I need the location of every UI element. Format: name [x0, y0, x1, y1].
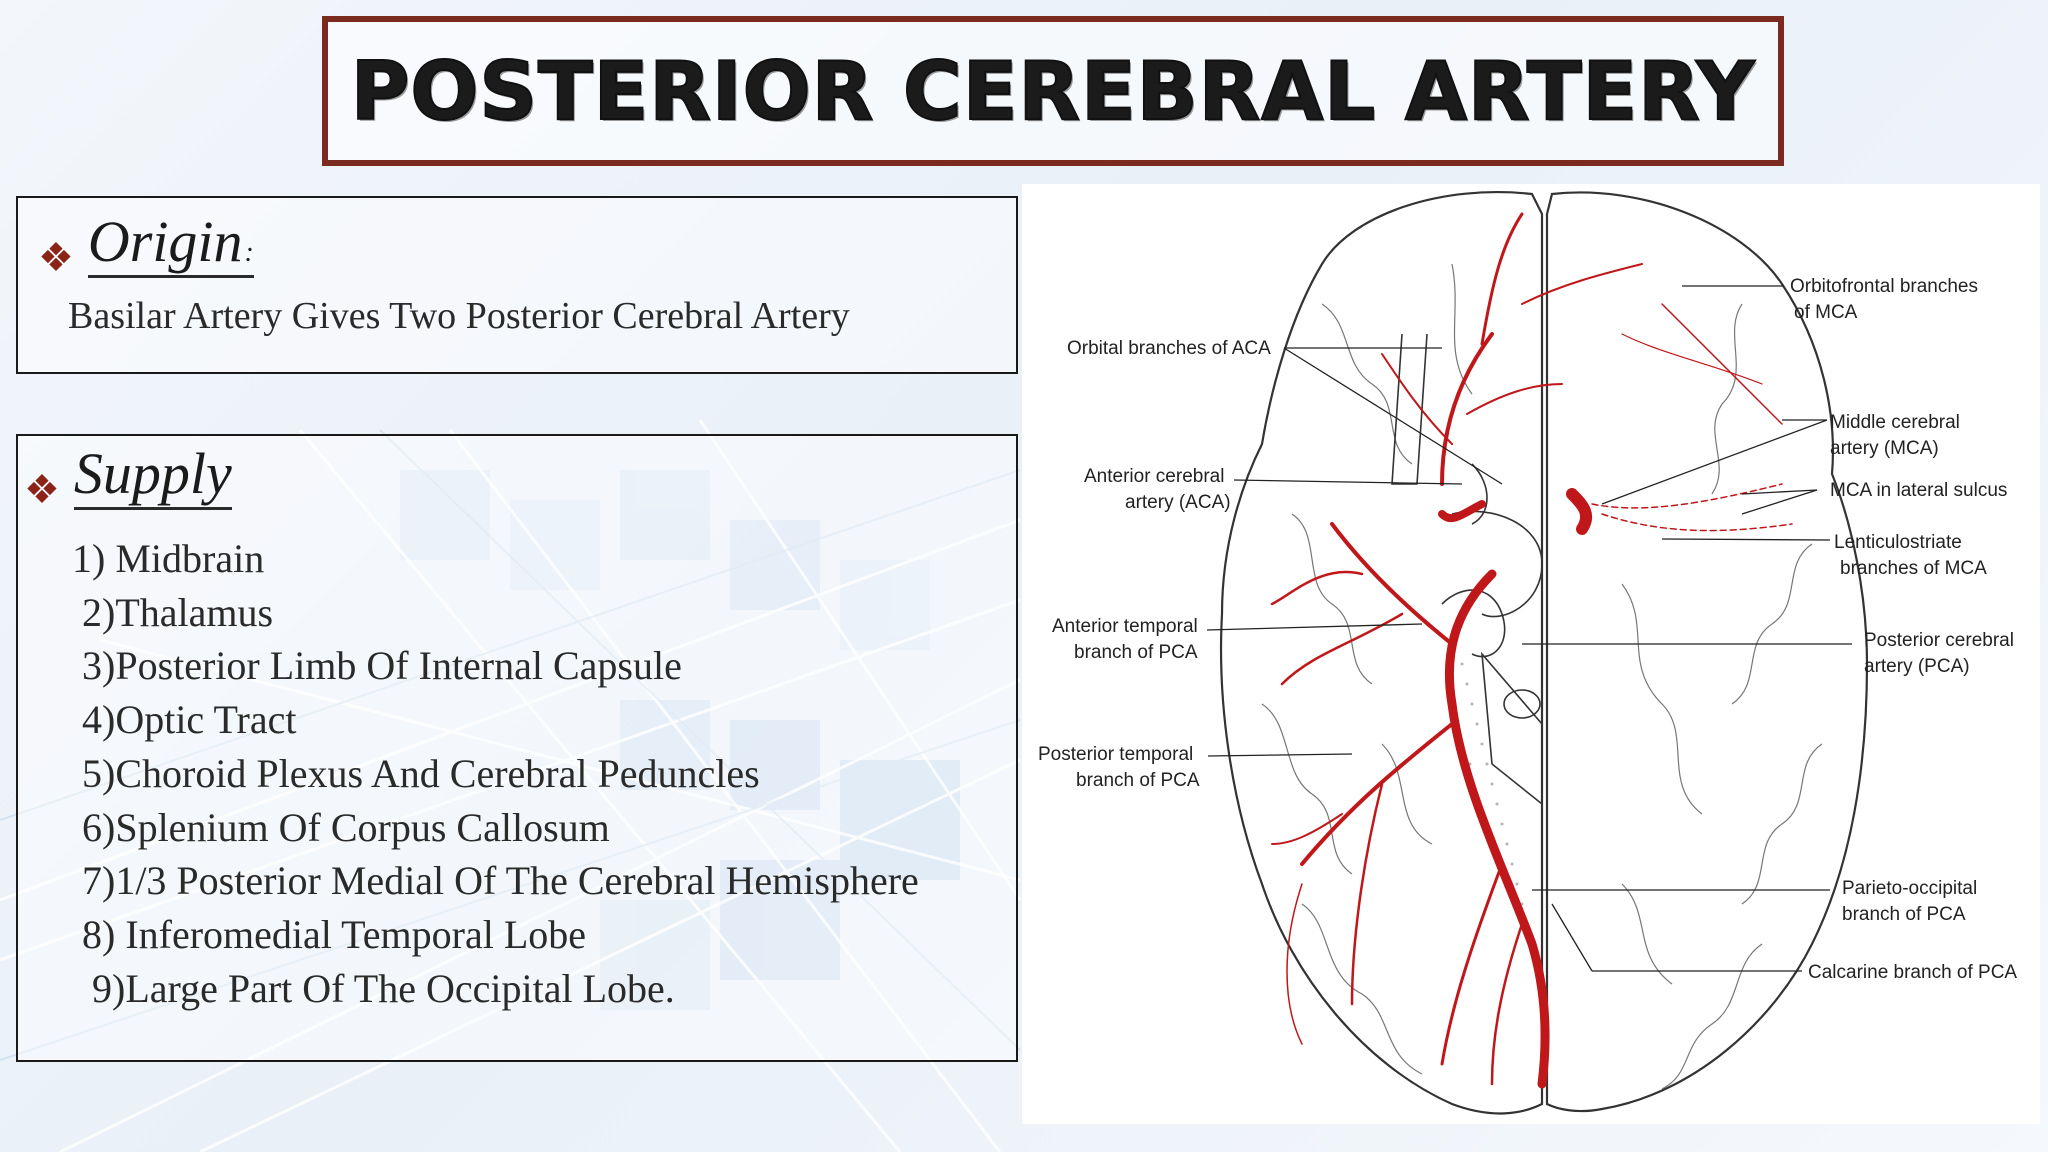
label-pca-2: artery (PCA) [1864, 656, 1970, 677]
label-aca: Anterior cerebral [1084, 466, 1224, 487]
brain-diagram-svg: Orbitofrontal branches of MCA Orbital br… [1038, 190, 2017, 1115]
origin-panel: ❖ Origin: Basilar Artery Gives Two Poste… [16, 196, 1018, 374]
list-item: 5)Choroid Plexus And Cerebral Peduncles [72, 750, 760, 796]
list-item: 7)1/3 Posterior Medial Of The Cerebral H… [72, 858, 919, 904]
label-posterior-temporal-2: branch of PCA [1076, 770, 1200, 791]
origin-heading: ❖ Origin: [38, 211, 254, 280]
list-item: 9)Large Part Of The Occipital Lobe. [72, 965, 675, 1011]
origin-heading-text: Origin: [87, 211, 254, 278]
label-mca: Middle cerebral [1830, 412, 1960, 433]
stippled-region [1450, 662, 1534, 946]
label-anterior-temporal: Anterior temporal [1052, 616, 1198, 637]
label-anterior-temporal-2: branch of PCA [1074, 642, 1198, 663]
brain-diagram: Orbitofrontal branches of MCA Orbital br… [1022, 184, 2040, 1124]
label-lenticulostriate-2: branches of MCA [1840, 558, 1987, 579]
diamond-bullet-icon: ❖ [24, 466, 60, 512]
slide-title: POSTERIOR CEREBRAL ARTERY [350, 44, 1756, 139]
origin-description: Basilar Artery Gives Two Posterior Cereb… [68, 295, 850, 337]
pointer-lines [1206, 285, 1852, 972]
label-lenticulostriate: Lenticulostriate [1834, 532, 1962, 553]
brain-gyri [1261, 263, 1823, 1090]
list-item: 2)Thalamus [72, 589, 274, 635]
supply-list: 1) Midbrain 2)Thalamus 3)Posterior Limb … [72, 532, 919, 1015]
list-item: 8) Inferomedial Temporal Lobe [72, 911, 587, 957]
supply-heading: ❖ Supply [24, 443, 232, 512]
arteries [1270, 212, 1793, 1089]
supply-heading-text: Supply [73, 443, 232, 510]
supply-panel: ❖ Supply 1) Midbrain 2)Thalamus 3)Poster… [16, 434, 1018, 1062]
brain-outline [1219, 190, 1869, 1115]
diamond-bullet-icon: ❖ [38, 234, 74, 280]
title-box: POSTERIOR CEREBRAL ARTERY [322, 16, 1784, 166]
list-item: 6)Splenium Of Corpus Callosum [72, 804, 610, 850]
label-mca-2: artery (MCA) [1830, 438, 1939, 459]
label-parieto-occipital-2: branch of PCA [1842, 904, 1966, 925]
label-pca: Posterior cerebral [1864, 630, 2014, 651]
label-parieto-occipital: Parieto-occipital [1842, 878, 1977, 899]
brainstem-structures [1391, 333, 1543, 806]
list-item: 1) Midbrain [72, 536, 265, 581]
label-orbitofrontal: Orbitofrontal branches [1790, 276, 1978, 297]
label-aca-2: artery (ACA) [1125, 492, 1231, 513]
label-posterior-temporal: Posterior temporal [1038, 744, 1193, 765]
label-orbitofrontal-2: of MCA [1794, 302, 1858, 323]
label-orbital-aca: Orbital branches of ACA [1067, 338, 1271, 359]
list-item: 3)Posterior Limb Of Internal Capsule [72, 643, 682, 689]
label-mca-sulcus: MCA in lateral sulcus [1830, 480, 2007, 501]
list-item: 4)Optic Tract [72, 697, 297, 743]
label-calcarine: Calcarine branch of PCA [1808, 962, 2017, 983]
